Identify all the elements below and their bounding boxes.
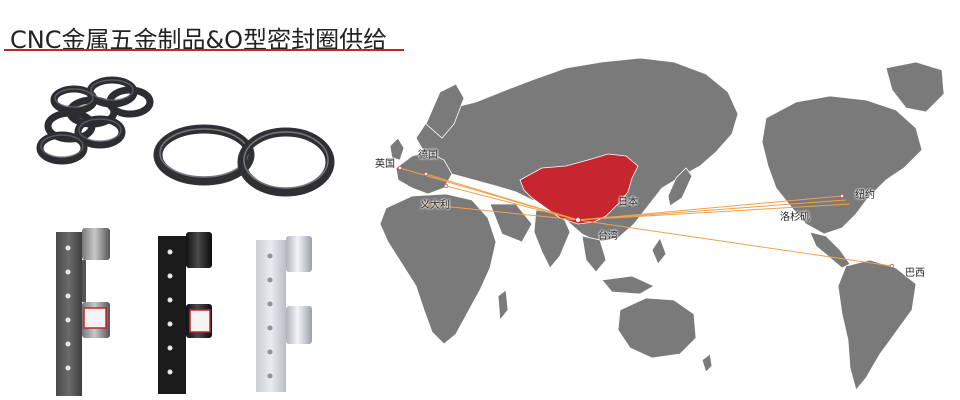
hinge-black-icon xyxy=(158,232,212,394)
city-label-new-york: 纽约 xyxy=(855,190,875,201)
city-label-uk: 英国 xyxy=(375,159,395,170)
china-highlight xyxy=(519,153,639,225)
title-underline xyxy=(4,49,404,51)
o-ring-large-pair-icon xyxy=(153,124,335,197)
world-map xyxy=(356,28,960,400)
hinge-dark-grey-icon xyxy=(56,228,110,396)
city-label-taiwan: 台湾 xyxy=(598,231,618,242)
land-masses xyxy=(379,57,945,391)
hinge-white-icon xyxy=(256,236,312,392)
product-illustrations xyxy=(36,76,335,396)
o-ring-small-cluster-icon xyxy=(36,76,154,165)
product-gallery xyxy=(0,60,360,400)
city-label-los-angeles: 洛杉矶 xyxy=(780,212,810,223)
city-label-germany: 德国 xyxy=(418,150,438,161)
city-label-japan: 日本 xyxy=(618,197,638,208)
world-map-graphic xyxy=(379,57,945,391)
city-label-brazil: 巴西 xyxy=(905,268,925,279)
city-markers xyxy=(397,165,895,269)
city-label-italy: 义大利 xyxy=(420,200,450,211)
trade-routes xyxy=(399,167,893,267)
